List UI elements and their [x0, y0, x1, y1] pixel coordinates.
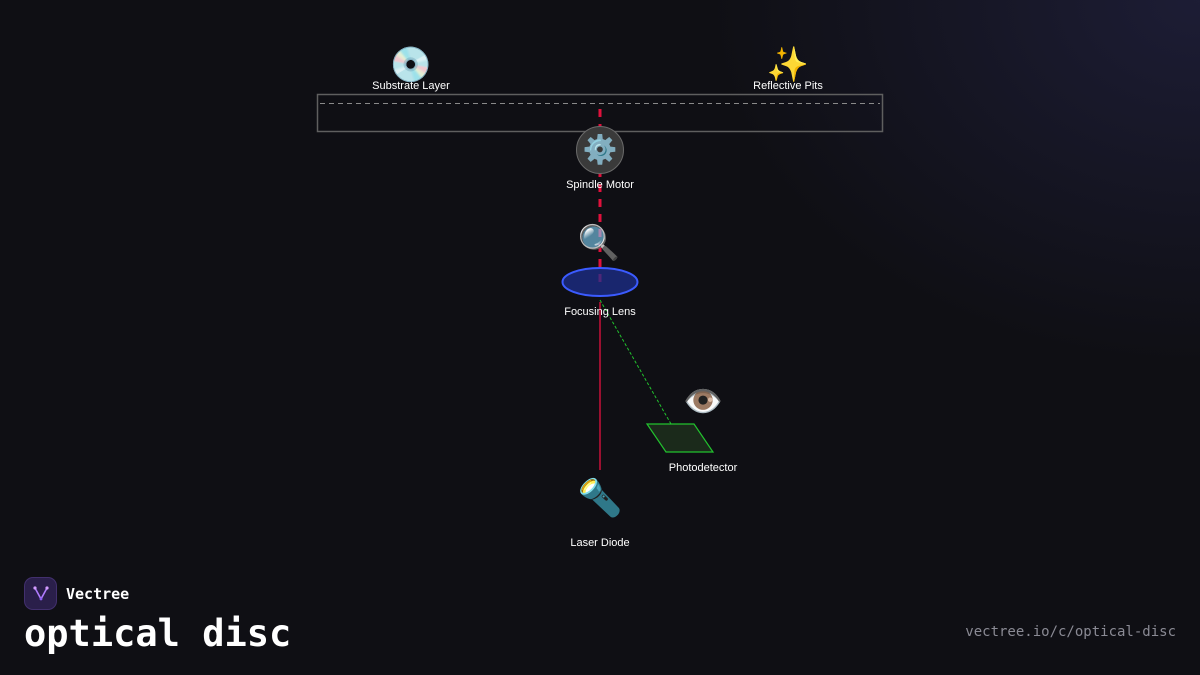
focusing-lens-label: Focusing Lens — [564, 306, 636, 318]
vectree-logo-icon — [24, 577, 57, 610]
brand[interactable]: Vectree — [24, 577, 129, 610]
reflective-pits-node[interactable]: ✨ Reflective Pits — [753, 45, 823, 92]
sparkles-icon: ✨ — [767, 45, 809, 85]
gear-icon: ⚙️ — [583, 133, 618, 166]
spindle-motor-label: Spindle Motor — [566, 179, 634, 191]
photodetector-sensor — [645, 423, 715, 453]
page-title: optical disc — [24, 612, 292, 655]
laser-diode-label: Laser Diode — [570, 537, 629, 549]
reflected-beam — [599, 299, 672, 425]
substrate-layer-node[interactable]: 💿 Substrate Layer — [372, 45, 450, 92]
page-url-link[interactable]: vectree.io/c/optical-disc — [965, 624, 1176, 640]
substrate-layer-label: Substrate Layer — [372, 80, 450, 92]
flashlight-icon: 🔦 — [578, 477, 623, 519]
laser-diode-node[interactable]: 🔦 Laser Diode — [570, 477, 629, 549]
spindle-motor-hub — [576, 126, 624, 174]
eye-icon: 👁️ — [683, 382, 723, 420]
optical-disc-icon: 💿 — [390, 45, 432, 85]
photodetector-label: Photodetector — [669, 462, 738, 474]
focusing-lens-node[interactable]: 🔍 Focusing Lens — [561, 221, 639, 318]
brand-name: Vectree — [66, 584, 130, 603]
photodetector-node[interactable]: 👁️ Photodetector — [645, 382, 738, 474]
reflective-pits-label: Reflective Pits — [753, 80, 823, 92]
magnifying-glass-icon: 🔍 — [578, 221, 620, 263]
lens-ellipse — [561, 267, 639, 297]
spindle-motor-node[interactable]: ⚙️ Spindle Motor — [566, 126, 634, 192]
